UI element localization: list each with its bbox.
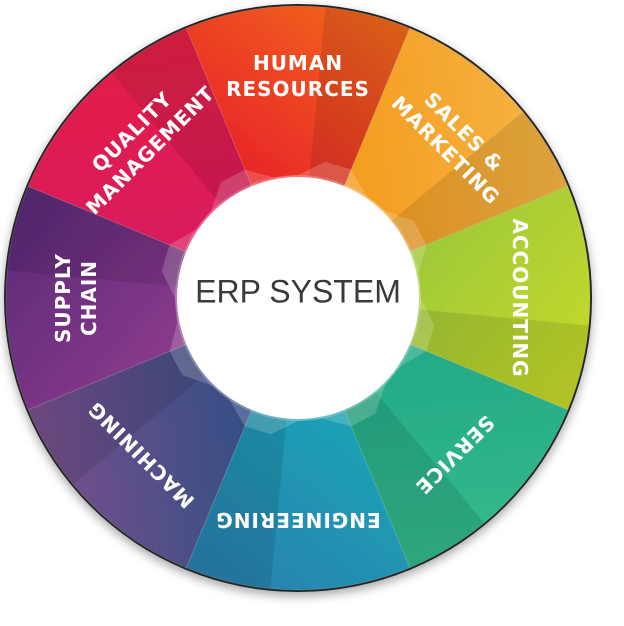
- segment-shade-sales-marketing: [371, 111, 568, 262]
- label-line-engineering-0: ENGINEERING: [215, 508, 380, 532]
- segment-shade-accounting: [385, 306, 589, 410]
- segment-shade-service: [334, 371, 485, 568]
- segment-shade-supply-chain: [7, 186, 211, 290]
- label-line-supply-chain-0: SUPPLY: [51, 253, 75, 343]
- label-engineering: ENGINEERING: [215, 508, 380, 532]
- label-accounting: ACCOUNTING: [508, 218, 532, 377]
- center-hub: ERP SYSTEM: [161, 161, 435, 435]
- label-line-accounting-0: ACCOUNTING: [508, 218, 532, 377]
- center-circle: [177, 177, 419, 419]
- label-line-human-resources-0: HUMAN: [253, 51, 343, 75]
- label-line-supply-chain-1: CHAIN: [77, 260, 101, 336]
- label-line-human-resources-1: RESOURCES: [226, 77, 370, 101]
- center-title: ERP SYSTEM: [195, 273, 401, 309]
- segment-shade-human-resources: [306, 7, 410, 211]
- segment-shade-engineering: [186, 385, 290, 589]
- segment-shade-quality-management: [111, 28, 262, 225]
- wheel-segments: [4, 4, 592, 592]
- segment-shade-machining: [28, 334, 225, 485]
